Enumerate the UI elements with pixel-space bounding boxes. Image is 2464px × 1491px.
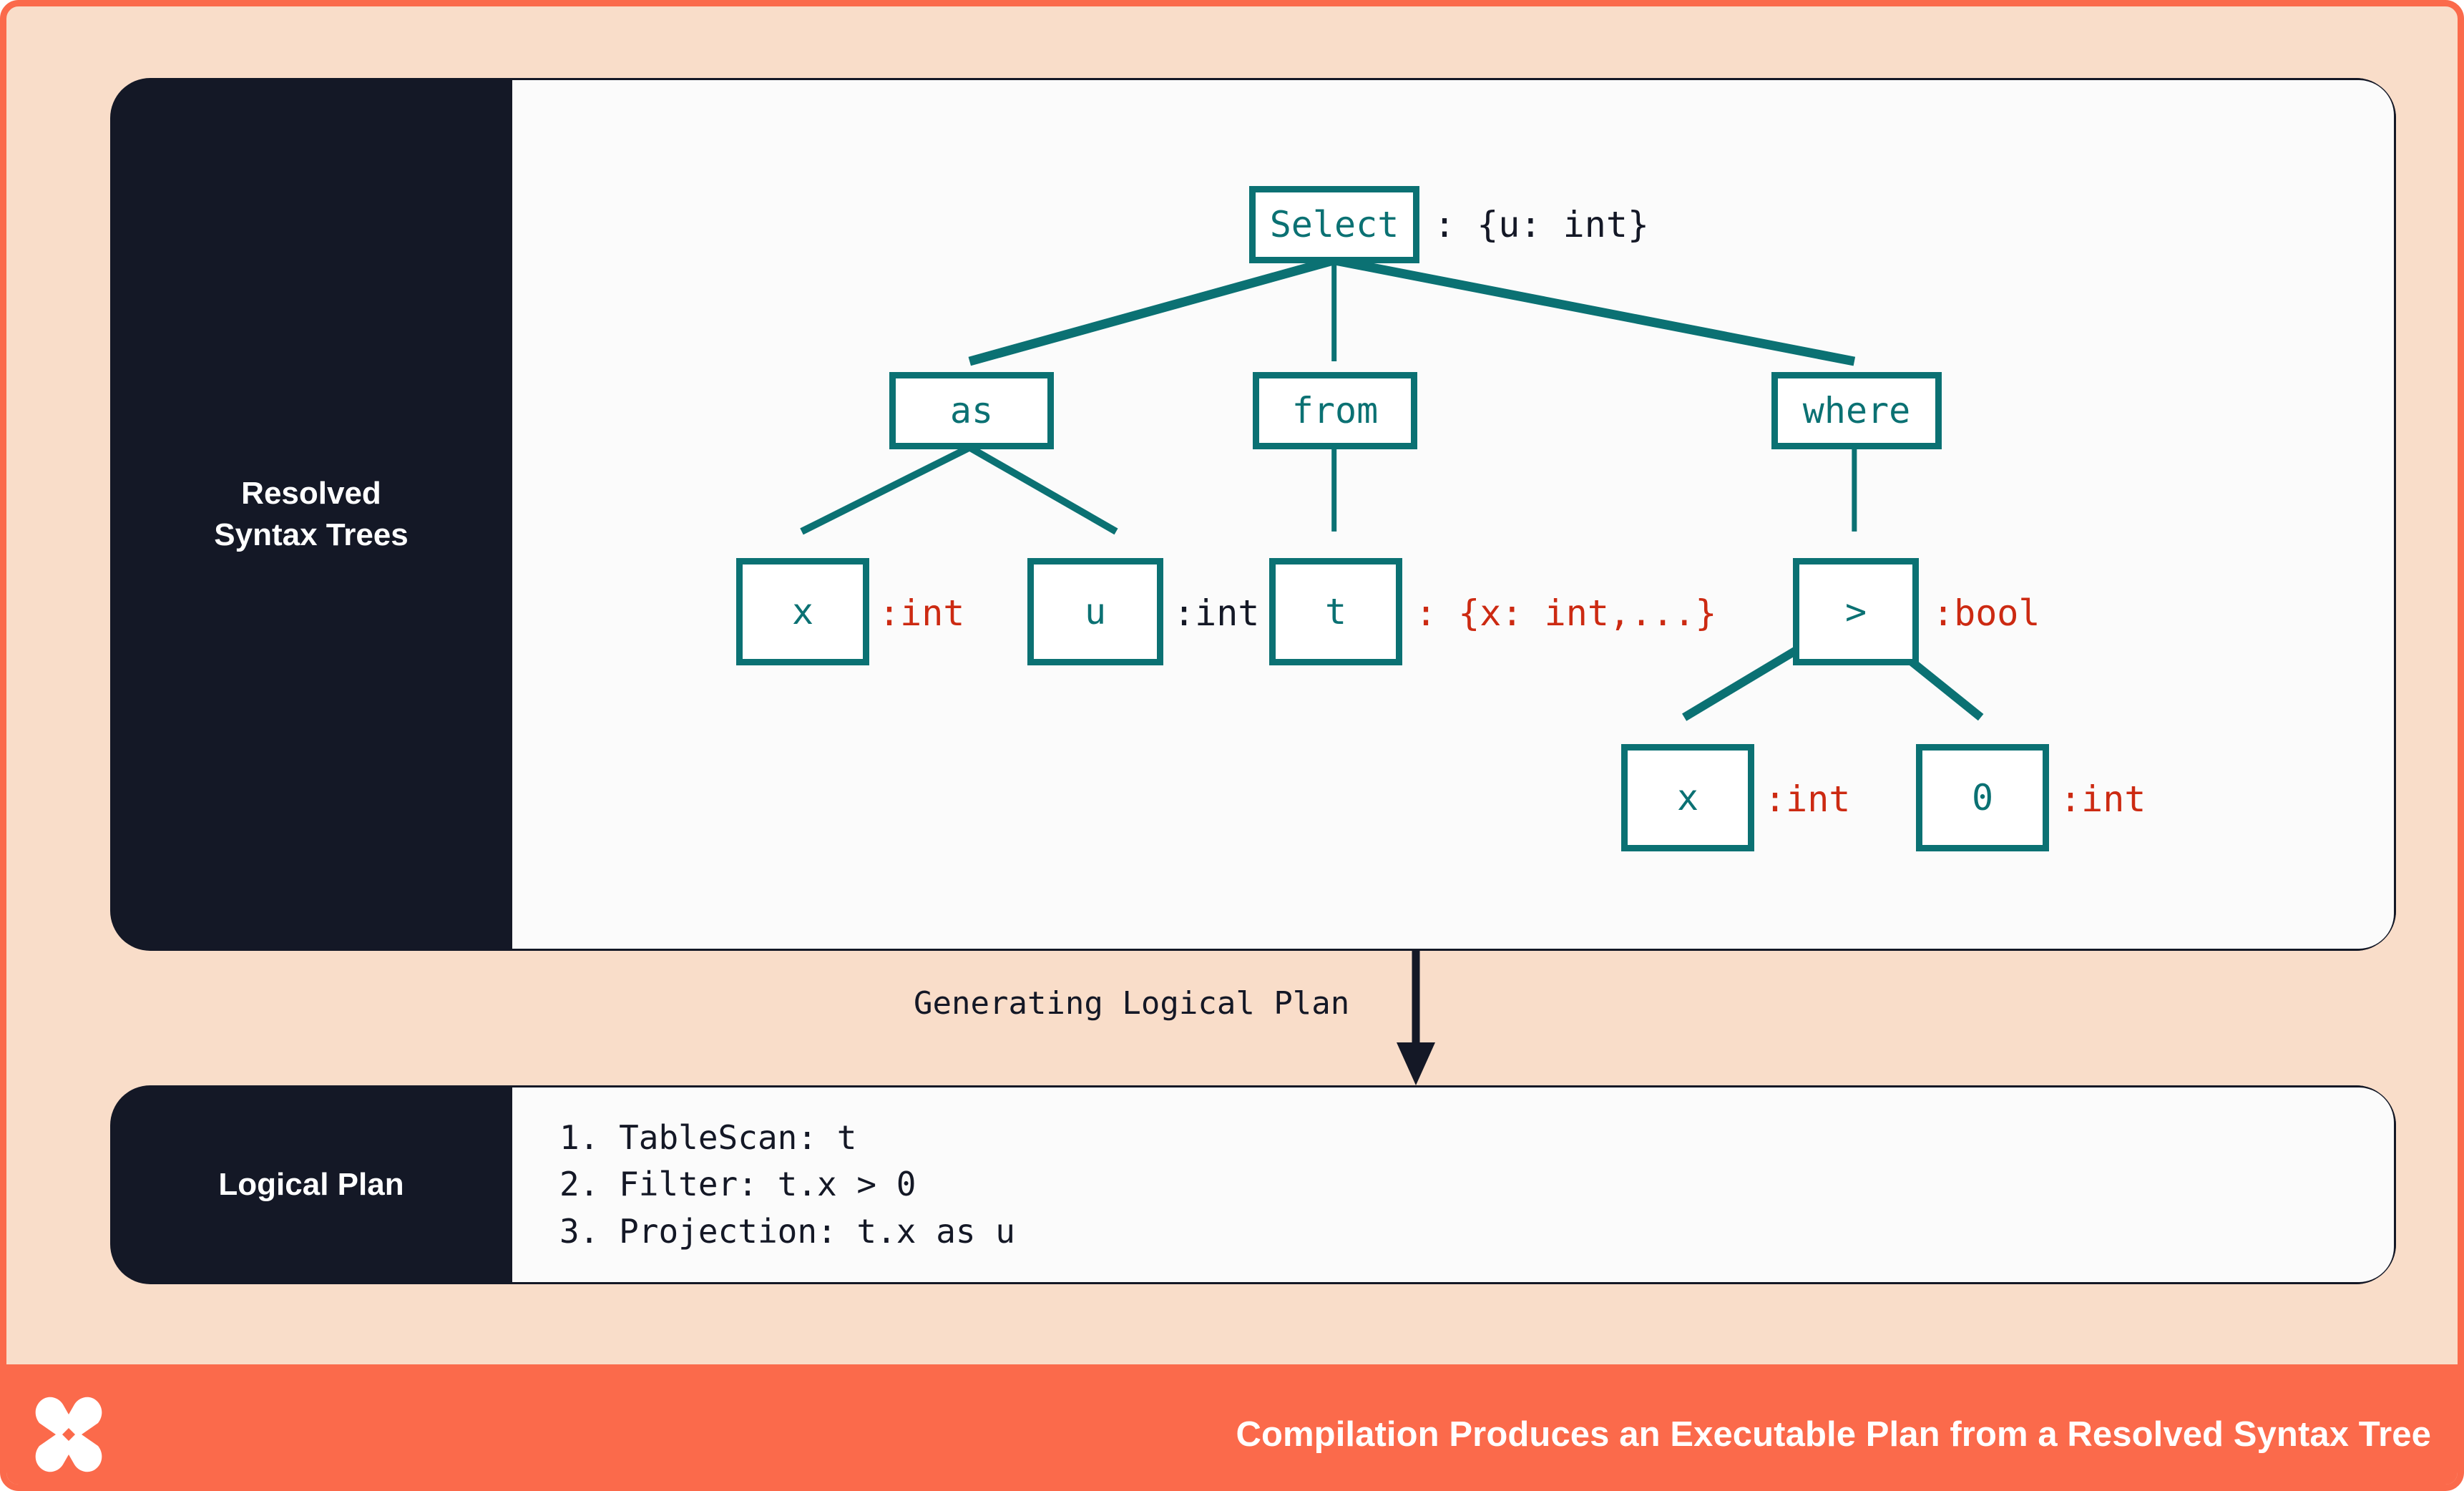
syntax-tree-canvas: Select : {u: int} as from where x :int — [512, 78, 2396, 951]
tree-node-as-u-label: u — [1084, 591, 1107, 632]
logical-plan-step: 1. TableScan: t — [559, 1118, 857, 1158]
tree-node-as[interactable]: as — [889, 372, 1054, 449]
tree-node-select[interactable]: Select — [1249, 186, 1419, 263]
tree-node-gt-x-label: x — [1676, 777, 1699, 818]
tree-node-gt-x[interactable]: x — [1621, 744, 1754, 851]
tree-node-from-t[interactable]: t — [1269, 558, 1402, 665]
tree-node-as-u[interactable]: u — [1027, 558, 1163, 665]
logical-plan-label: Logical Plan — [218, 1166, 404, 1202]
tree-node-from-label: from — [1291, 390, 1379, 431]
tree-node-from-t-label: t — [1324, 591, 1347, 632]
rst-label-line2: Syntax Trees — [214, 517, 409, 552]
logical-plan-body: 1. TableScan: t 2. Filter: t.x > 0 3. Pr… — [512, 1085, 2396, 1284]
resolved-syntax-trees-label-wrap: Resolved Syntax Trees — [110, 78, 512, 951]
tree-node-where[interactable]: where — [1771, 372, 1942, 449]
resolved-syntax-trees-label: Resolved Syntax Trees — [110, 473, 512, 556]
edge-select-as — [968, 255, 1336, 366]
rst-label-line1: Resolved — [241, 475, 381, 511]
tree-node-gt-0-label: 0 — [1971, 777, 1994, 818]
connector-label: Generating Logical Plan — [914, 985, 1350, 1022]
tree-edges — [800, 255, 1984, 721]
tree-node-gt-0[interactable]: 0 — [1916, 744, 2049, 851]
butterfly-x-logo-icon — [35, 1397, 102, 1472]
arrow-down-icon — [1397, 951, 1435, 1085]
edge-select-where — [1333, 255, 1856, 366]
logical-plan-steps: 1. TableScan: t 2. Filter: t.x > 0 3. Pr… — [512, 1115, 1015, 1255]
footer-caption: Compilation Produces an Executable Plan … — [1236, 1414, 2431, 1454]
edge-as-x — [800, 444, 972, 535]
footer-banner: Compilation Produces an Executable Plan … — [6, 1364, 2458, 1485]
edge-as-u — [967, 444, 1118, 535]
tree-node-gt[interactable]: > — [1793, 558, 1919, 665]
logical-plan-step: 2. Filter: t.x > 0 — [559, 1165, 916, 1204]
tree-node-as-label: as — [949, 390, 994, 431]
tree-node-where-label: where — [1802, 390, 1911, 431]
logical-plan-panel: Logical Plan 1. TableScan: t 2. Filter: … — [110, 1085, 2396, 1284]
tree-node-from[interactable]: from — [1253, 372, 1417, 449]
tree-node-select-label: Select — [1269, 204, 1399, 245]
resolved-syntax-trees-panel: Resolved Syntax Trees — [110, 78, 2396, 951]
tree-node-as-x-label: x — [791, 591, 814, 632]
tree-node-as-x[interactable]: x — [736, 558, 869, 665]
tree-node-gt-label: > — [1844, 591, 1867, 632]
logical-plan-label-wrap: Logical Plan — [110, 1085, 512, 1284]
logical-plan-step: 3. Projection: t.x as u — [559, 1211, 1015, 1251]
